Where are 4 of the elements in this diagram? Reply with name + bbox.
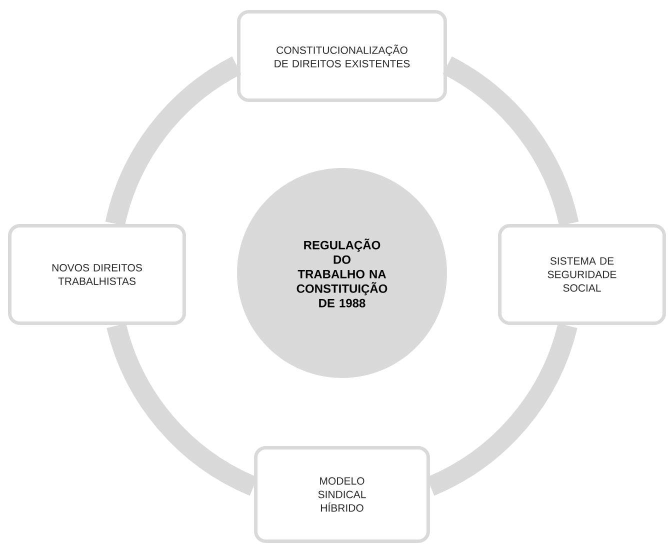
- text-box: NOVOS DIREITOS TRABALHISTAS: [8, 224, 186, 325]
- text-box: MODELO SINDICAL HÍBRIDO: [254, 446, 430, 543]
- text-box: SISTEMA DE SEGURIDADE SOCIAL: [498, 224, 666, 325]
- text-box: CONSTITUCIONALIZAÇÃO DE DIREITOS EXISTENTES: [237, 10, 447, 102]
